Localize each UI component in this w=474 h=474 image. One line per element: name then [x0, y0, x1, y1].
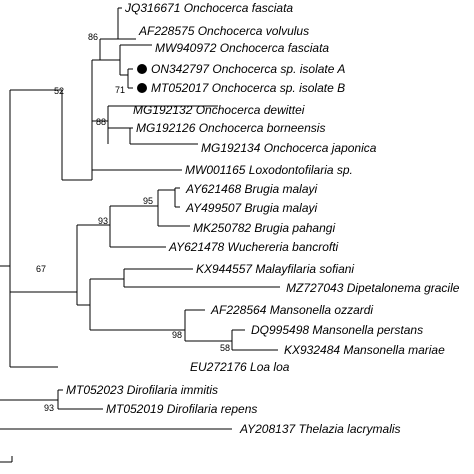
bootstrap-67: 67 [36, 264, 46, 274]
taxon-label-mt052017: MT052017 Onchocerca sp. isolate B [151, 81, 345, 95]
taxon-label-dq995498: DQ995498 Mansonella perstans [251, 323, 423, 337]
taxon-labels: JQ316671 Onchocerca fasciata AF228575 On… [66, 1, 460, 436]
taxon-label-eu272176: EU272176 Loa loa [190, 360, 290, 374]
bootstrap-86: 86 [88, 32, 98, 42]
taxon-label-ay621468: AY621468 Brugia malayi [185, 182, 318, 196]
taxon-label-af228564: AF228564 Mansonella ozzardi [210, 303, 373, 317]
taxon-label-ay208137: AY208137 Thelazia lacrymalis [239, 422, 401, 436]
taxon-label-mt052019: MT052019 Dirofilaria repens [106, 402, 257, 416]
taxon-label-ay621478: AY621478 Wuchereria bancrofti [168, 240, 339, 254]
bootstrap-98: 98 [172, 330, 182, 340]
taxon-label-mt052023: MT052023 Dirofilaria immitis [66, 383, 218, 397]
taxon-label-mg192134: MG192134 Onchocerca japonica [201, 141, 377, 155]
taxon-label-jq316671: JQ316671 Onchocerca fasciata [124, 1, 293, 15]
bootstrap-58: 58 [220, 343, 230, 353]
taxon-label-af228575: AF228575 Onchocerca volvulus [138, 24, 309, 38]
bootstrap-labels: 86 71 52 88 95 93 98 58 67 93 [36, 32, 230, 413]
bootstrap-52: 52 [54, 86, 64, 96]
taxon-label-mz727043: MZ727043 Dipetalonema gracile [286, 281, 460, 295]
marker-isolate-a [137, 64, 147, 74]
tree-branches [0, 7, 280, 463]
marker-isolate-b [137, 83, 147, 93]
taxon-label-kx932484: KX932484 Mansonella mariae [284, 343, 445, 357]
bootstrap-93-brugia: 93 [98, 216, 108, 226]
taxon-label-mg192126: MG192126 Onchocerca borneensis [136, 121, 325, 135]
taxon-label-mk250782: MK250782 Brugia pahangi [193, 221, 335, 235]
bootstrap-88: 88 [96, 117, 106, 127]
taxon-label-ay499507: AY499507 Brugia malayi [185, 201, 318, 215]
taxon-label-mw001165: MW001165 Loxodontofilaria sp. [185, 163, 353, 177]
taxon-label-mg192132: MG192132 Onchocerca dewittei [133, 103, 305, 117]
taxon-label-mw940972: MW940972 Onchocerca fasciata [155, 41, 329, 55]
taxon-label-kx944557: KX944557 Malayfilaria sofiani [196, 262, 354, 276]
taxon-label-on342797: ON342797 Onchocerca sp. isolate A [151, 62, 345, 76]
bootstrap-71: 71 [115, 85, 125, 95]
bootstrap-93-dirofilaria: 93 [44, 403, 54, 413]
isolate-markers [137, 64, 147, 93]
bootstrap-95: 95 [143, 196, 153, 206]
